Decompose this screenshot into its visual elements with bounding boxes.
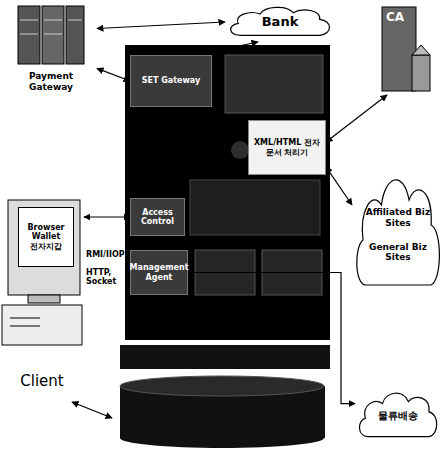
puzzle-knob	[231, 141, 249, 159]
biz-sites-cloud: Affiliated Biz SitesGeneral Biz Sites	[352, 160, 444, 310]
node-text: Bank	[262, 15, 299, 30]
connector-arrow	[196, 42, 258, 55]
wallet-screen: Browser Wallet전자지갑	[18, 207, 74, 267]
center-panel	[125, 45, 330, 340]
protocol-label: HTTP, Socket	[86, 268, 122, 286]
platform-band	[120, 345, 330, 369]
node-text: Browser Wallet	[22, 223, 70, 241]
database-link	[72, 402, 112, 418]
connector-arrow	[326, 95, 387, 142]
server-rack	[18, 6, 84, 64]
node-text: General Biz Sites	[364, 242, 432, 263]
connector-arrow	[97, 68, 130, 81]
client: Client Browser Wallet전자지갑	[0, 195, 84, 393]
connector-arrow	[97, 22, 225, 29]
payment-gateway: Payment Gateway	[5, 0, 97, 95]
puzzle-piece: Management Agent	[130, 250, 188, 295]
database-cylinder	[120, 376, 325, 448]
logistics-cloud: 물류배송	[355, 385, 441, 447]
connector-arrow	[326, 167, 352, 205]
node-text: CA	[386, 11, 404, 25]
puzzle-piece: SET Gateway	[130, 55, 212, 107]
node-text: Management Agent	[130, 263, 189, 281]
puzzle-piece: XML/HTML 전자문서 처리기	[248, 120, 326, 175]
puzzle-piece	[190, 180, 320, 235]
node-text: 전자지갑	[30, 242, 62, 251]
puzzle-piece	[225, 55, 323, 113]
protocol-label: RMI/IIOP	[86, 250, 124, 259]
node-text: Access Control	[134, 208, 181, 226]
node-text: Payment Gateway	[8, 71, 94, 92]
ca-server: CA	[372, 5, 432, 95]
cloud-shape	[352, 160, 444, 310]
node-text: Affiliated Biz Sites	[364, 207, 432, 228]
node-text: Client	[20, 373, 63, 390]
bank-cloud: Bank	[225, 2, 335, 42]
node-text: XML/HTML 전자문서 처리기	[252, 138, 322, 156]
node-text: SET Gateway	[142, 76, 200, 85]
connector-arrow	[84, 216, 130, 217]
puzzle-piece: Access Control	[130, 198, 185, 236]
connector-arrow	[188, 273, 355, 404]
computer	[2, 200, 82, 345]
node-text: 물류배송	[378, 410, 418, 422]
